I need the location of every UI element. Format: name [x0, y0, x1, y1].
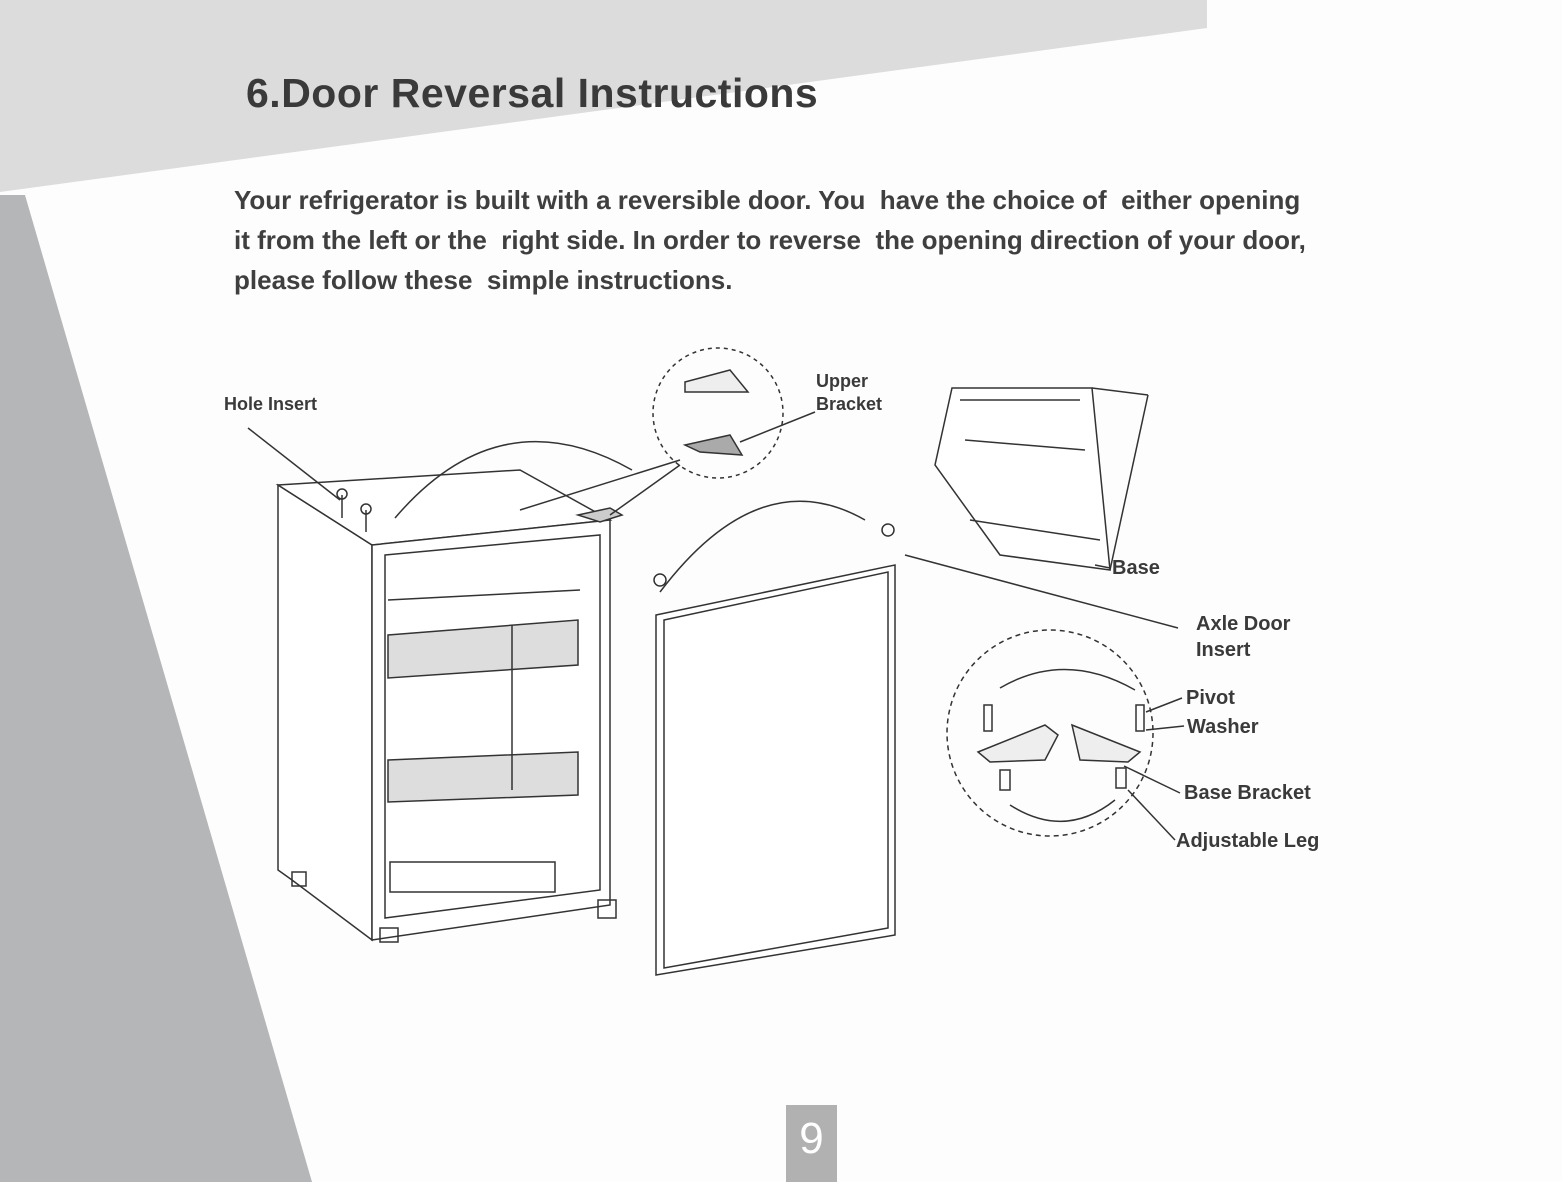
side-band — [0, 195, 312, 1182]
intro-line: it from the left or the right side. In o… — [234, 225, 1306, 255]
intro-paragraph: Your refrigerator is built with a revers… — [234, 180, 1414, 300]
label-washer: Washer — [1187, 716, 1259, 738]
label-base: Base — [1112, 557, 1160, 579]
base-bracket-detail — [946, 629, 1185, 841]
label-axle-door-insert: Axle Door Insert — [1196, 613, 1291, 661]
page-title: 6.Door Reversal Instructions — [246, 70, 819, 116]
header-band — [0, 0, 1207, 192]
label-adjustable-leg: Adjustable Leg — [1176, 830, 1320, 852]
label-base-bracket: Base Bracket — [1184, 782, 1311, 804]
base-detail — [934, 387, 1149, 571]
refrigerator-drawing — [275, 440, 633, 943]
door-drawing — [653, 500, 896, 976]
intro-line: Your refrigerator is built with a revers… — [234, 185, 1301, 215]
label-pivot: Pivot — [1186, 687, 1235, 709]
page-number: 9 — [786, 1105, 837, 1182]
label-upper-bracket: Upper Bracket — [816, 371, 883, 414]
label-hole-insert: Hole Insert — [224, 394, 318, 414]
intro-line: please follow these simple instructions. — [234, 265, 733, 295]
upper-bracket-detail — [519, 347, 816, 516]
